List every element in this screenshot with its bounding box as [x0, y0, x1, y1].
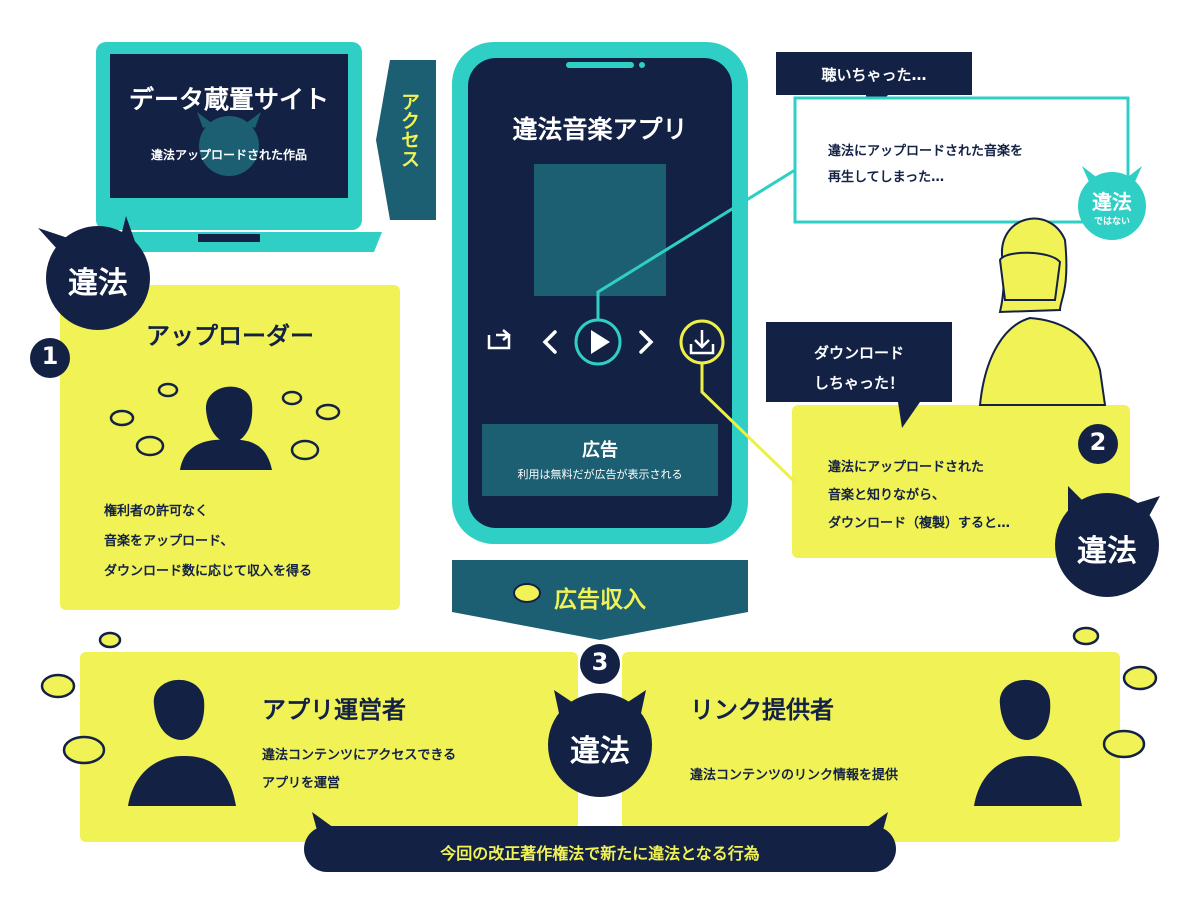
downloader-bubble-line-1: ダウンロード: [813, 344, 904, 362]
uploader-desc-line-3: ダウンロード数に応じて収入を得る: [104, 564, 313, 579]
downloader-number-badge: [1078, 424, 1118, 464]
repeat-icon: [487, 329, 511, 350]
illegal-badge-operators: [548, 690, 652, 797]
link-provider-desc: 違法コンテンツのリンク情報を提供: [690, 768, 899, 783]
woman-figure: [978, 217, 1107, 406]
ad-title: 広告: [582, 440, 618, 461]
uploader-person-icon: [180, 386, 272, 470]
downloader-number: 2: [1089, 428, 1107, 456]
coin-icons: [40, 382, 1158, 765]
listener-box: [793, 96, 1130, 224]
not-illegal-badge: [1078, 172, 1146, 240]
link-provider-person-icon: [974, 679, 1082, 806]
footer-banner-shape: [304, 812, 896, 872]
footer-banner-text: 今回の改正著作権法で新たに違法となる行為: [440, 844, 760, 863]
uploader-number-badge: [30, 338, 70, 378]
uploader-desc-line-2: 音楽をアップロード、: [104, 534, 234, 549]
downloader-speech-bubble: [766, 322, 952, 428]
operators-number-badge: [580, 644, 620, 684]
not-illegal-badge-sub: ではない: [1093, 217, 1130, 227]
uploader-illegal-badge-text: 違法: [68, 266, 128, 301]
devil-silhouette-icon: [199, 116, 259, 176]
uploader-title: アップローダー: [146, 322, 314, 350]
download-icon: [689, 330, 715, 355]
access-label: アクセス: [398, 92, 420, 168]
app-operator-desc-line-2: アプリを運営: [262, 776, 341, 791]
listener-desc-line-1: 違法にアップロードされた音楽を: [828, 144, 1024, 159]
play-icon: [591, 330, 610, 354]
listener-bubble-text: 聴いちゃった…: [821, 66, 927, 84]
ad-desc: 利用は無料だが広告が表示される: [517, 468, 683, 481]
album-art: [534, 164, 666, 296]
play-connector-line: [596, 168, 796, 320]
prev-icon: [542, 330, 557, 354]
operators-illegal-badge-text: 違法: [570, 734, 630, 769]
download-connector-line: [700, 363, 797, 484]
app-title: 違法音楽アプリ: [512, 115, 688, 144]
listener-desc-line-2: 再生してしまった…: [828, 170, 945, 185]
ad-panel: [482, 424, 718, 496]
downloader-desc-line-2: 音楽と知りながら、: [828, 488, 946, 503]
not-illegal-badge-main: 違法: [1092, 190, 1132, 214]
illegal-badge-downloader: [1055, 486, 1160, 597]
data-site-subtitle: 違法アップロードされた作品: [150, 148, 307, 162]
downloader-desc-line-3: ダウンロード（複製）すると…: [828, 516, 1011, 531]
next-icon: [639, 330, 654, 354]
operators-number: 3: [591, 648, 609, 676]
link-provider-box: [622, 652, 1120, 842]
link-provider-title: リンク提供者: [690, 696, 834, 724]
downloader-bubble-line-2: しちゃった！: [813, 374, 904, 392]
downloader-box: [792, 405, 1130, 558]
downloader-illegal-badge-text: 違法: [1077, 534, 1137, 569]
ad-revenue-label: 広告収入: [554, 587, 646, 613]
data-site-title: データ蔵置サイト: [128, 85, 329, 114]
listener-speech-bubble: [776, 52, 972, 116]
illegal-badge-uploader: [38, 216, 150, 330]
coin-icon: [513, 583, 541, 603]
ad-revenue-arrow: [452, 560, 748, 640]
downloader-desc-line-1: 違法にアップロードされた: [828, 460, 985, 475]
phone-illustration: [452, 42, 748, 544]
access-arrow: [376, 60, 436, 220]
app-operator-title: アプリ運営者: [262, 696, 406, 724]
uploader-number: 1: [41, 342, 59, 370]
app-operator-desc-line-1: 違法コンテンツにアクセスできる: [262, 748, 457, 763]
laptop-illustration: [82, 42, 382, 252]
app-operator-person-icon: [128, 679, 236, 806]
uploader-desc-line-1: 権利者の許可なく: [104, 504, 209, 519]
